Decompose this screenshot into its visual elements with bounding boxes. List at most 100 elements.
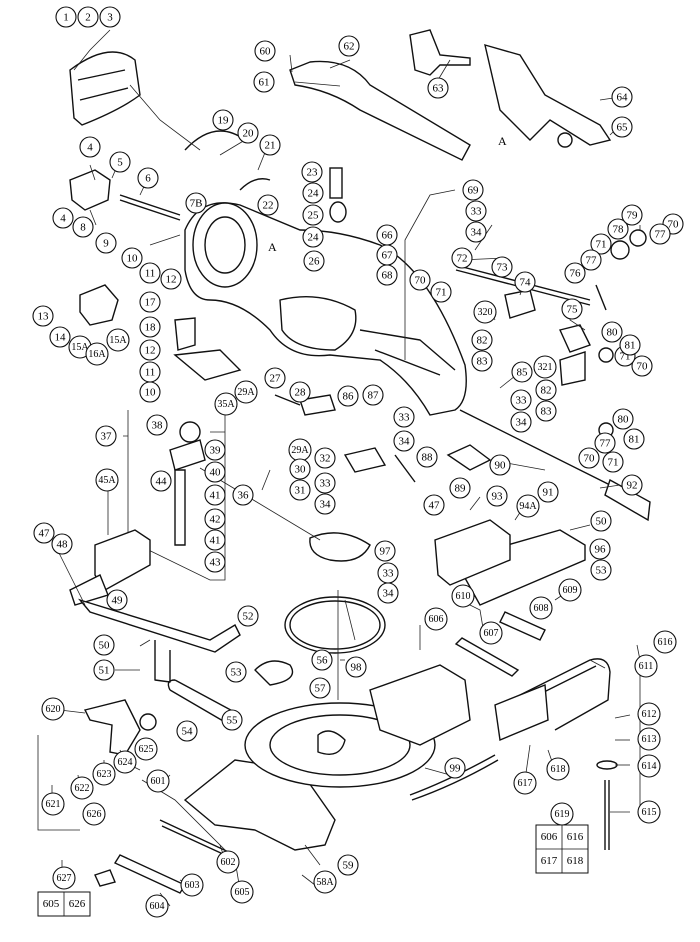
callout-c83b: 83 — [535, 400, 557, 422]
callout-label: 615 — [642, 807, 657, 818]
callout-label: 57 — [315, 683, 327, 695]
callout-label: 19 — [218, 115, 230, 127]
callout-c2: 2 — [77, 6, 99, 28]
callout-c60: 60 — [254, 40, 276, 62]
spring-bolt — [329, 167, 343, 199]
callout-c80b: 80 — [612, 408, 634, 430]
callout-label: 12 — [145, 345, 156, 357]
callout-label: 41 — [210, 490, 221, 502]
top-slide-bar — [289, 60, 471, 161]
callout-label: 4 — [60, 213, 66, 225]
callout-label: 13 — [38, 311, 50, 323]
callout-c4b: 4 — [52, 207, 74, 229]
callout-c48: 48 — [51, 533, 73, 555]
callout-c98: 98 — [345, 656, 367, 678]
callout-label: 320 — [478, 307, 493, 318]
callout-c612: 612 — [637, 702, 661, 726]
callout-label: 15A — [109, 335, 127, 346]
callout-label: 45A — [98, 475, 116, 486]
callout-label: 80 — [618, 414, 630, 426]
callout-label: 89 — [455, 483, 467, 495]
callout-label: 96 — [595, 544, 607, 556]
slide-bracket — [484, 44, 612, 146]
callout-label: 29A — [291, 445, 309, 456]
callout-label: 610 — [456, 591, 471, 602]
callout-c33e: 33 — [377, 562, 399, 584]
callout-c85: 85 — [511, 361, 533, 383]
callout-label: 81 — [625, 340, 636, 352]
callout-c603: 603 — [180, 873, 204, 897]
callout-c92: 92 — [621, 474, 643, 496]
callout-c49: 49 — [106, 589, 128, 611]
callout-c616: 616 — [653, 630, 677, 654]
callout-label: 603 — [185, 880, 200, 891]
callout-c86: 86 — [337, 385, 359, 407]
callout-label: 25 — [308, 210, 320, 222]
callout-c88: 88 — [416, 446, 438, 468]
callout-label: 27 — [270, 373, 282, 385]
callout-c73: 73 — [491, 256, 513, 278]
callout-c71d: 71 — [602, 451, 624, 473]
callout-c5: 5 — [109, 151, 131, 173]
callout-label: 11 — [145, 367, 156, 379]
callout-label: 55 — [227, 715, 239, 727]
callout-label: 17 — [145, 297, 157, 309]
spring-guard — [184, 130, 246, 151]
callout-c70a: 70 — [409, 269, 431, 291]
callout-c15a2: 15A — [106, 328, 130, 352]
callout-label: 33 — [383, 568, 395, 580]
callout-c602: 602 — [216, 850, 240, 874]
callout-c52: 52 — [237, 605, 259, 627]
callout-label: 23 — [307, 167, 319, 179]
callout-c43: 43 — [204, 551, 226, 573]
callout-label: 33 — [516, 395, 528, 407]
callout-c610: 610 — [451, 584, 475, 608]
callout-label: 71 — [608, 457, 619, 469]
callout-c82b: 82 — [535, 379, 557, 401]
clamp-rod — [174, 469, 186, 546]
callout-label: 9 — [103, 238, 109, 250]
callout-c14: 14 — [49, 326, 71, 348]
callout-c34d: 34 — [314, 493, 336, 515]
callout-label: 64 — [617, 92, 629, 104]
callout-label: 70 — [668, 219, 680, 231]
callout-label: 605 — [235, 887, 250, 898]
callout-label: 618 — [551, 764, 566, 775]
callout-c23: 23 — [301, 161, 323, 183]
callout-label: 29A — [237, 387, 255, 398]
callout-label: 83 — [477, 356, 489, 368]
callout-c72: 72 — [451, 247, 473, 269]
handle-57 — [254, 660, 294, 686]
callout-label: 51 — [99, 665, 110, 677]
callout-c56: 56 — [311, 649, 333, 671]
callout-label: 24 — [308, 188, 320, 200]
right-fence-96 — [453, 529, 586, 606]
callout-label: 48 — [57, 539, 69, 551]
callout-c64: 64 — [611, 86, 633, 108]
callout-c53b: 53 — [590, 559, 612, 581]
callout-label: 627 — [57, 873, 72, 884]
callout-label: 39 — [210, 445, 222, 457]
callout-label: 34 — [383, 588, 395, 600]
callout-c70d: 70 — [578, 447, 600, 469]
callout-label: 97 — [380, 546, 392, 558]
callout-c33c: 33 — [510, 389, 532, 411]
callout-c34e: 34 — [377, 582, 399, 604]
callout-c87: 87 — [362, 384, 384, 406]
callout-label: 91 — [543, 487, 554, 499]
callout-label: 1 — [63, 12, 69, 24]
callout-label: 14 — [55, 332, 67, 344]
callout-c35a: 35A — [214, 392, 238, 416]
callout-label: 99 — [450, 763, 462, 775]
callout-label: 30 — [295, 464, 307, 476]
callout-c618: 618 — [546, 757, 570, 781]
callout-c80a: 80 — [601, 321, 623, 343]
callout-label: 8 — [80, 222, 86, 234]
callout-c30: 30 — [289, 458, 311, 480]
callout-label: 71 — [436, 287, 447, 299]
callout-c67: 67 — [376, 244, 398, 266]
callout-c11b: 11 — [139, 361, 161, 383]
callout-c604: 604 — [145, 894, 169, 918]
callout-c24b: 24 — [302, 226, 324, 248]
callout-label: 49 — [112, 595, 124, 607]
